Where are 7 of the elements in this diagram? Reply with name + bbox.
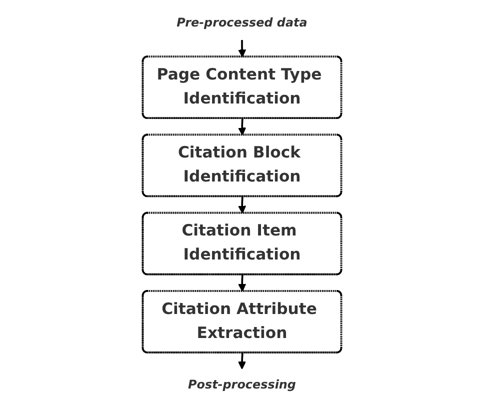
node-text: Pre-processed data — [176, 16, 308, 30]
arrow — [238, 352, 246, 370]
arrow — [238, 40, 246, 58]
arrow — [238, 118, 246, 136]
arrow — [238, 274, 246, 292]
node-text: Post-processing — [188, 378, 296, 392]
arrow — [238, 196, 246, 214]
